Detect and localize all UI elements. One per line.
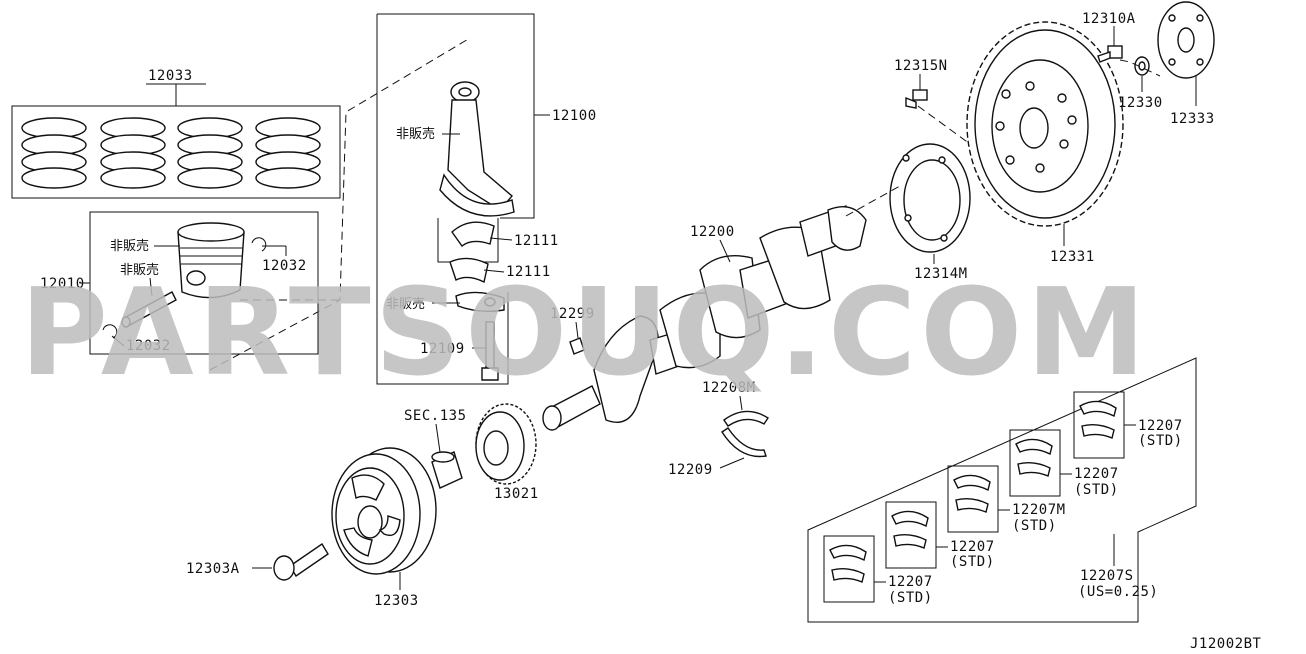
thrust-washer-group[interactable]: 12208M 12209 bbox=[668, 380, 769, 478]
adapter-plate-group[interactable]: 12314M bbox=[889, 143, 971, 282]
connecting-rod-group[interactable]: 非販売 非販売 12100 12111 12111 12109 bbox=[376, 13, 597, 385]
adapter-plate bbox=[889, 143, 971, 253]
label-us: (US=0.25) bbox=[1078, 584, 1158, 600]
label-12331[interactable]: 12331 bbox=[1050, 249, 1095, 265]
label-std-4: (STD) bbox=[950, 554, 995, 570]
label-12100[interactable]: 12100 bbox=[552, 108, 597, 124]
label-12010[interactable]: 12010 bbox=[40, 276, 85, 292]
piston bbox=[177, 222, 245, 299]
reinforcement-plate-12333 bbox=[1157, 1, 1215, 79]
woodruff-key bbox=[569, 337, 585, 355]
ring-set-1 bbox=[21, 117, 87, 189]
woodruff-key-group[interactable]: 12299 bbox=[550, 306, 595, 355]
label-12111-lower[interactable]: 12111 bbox=[506, 264, 551, 280]
rod-box-top bbox=[377, 13, 535, 219]
watermark: PARTSOUQ.COM bbox=[20, 264, 1150, 403]
dashed-leader-piston bbox=[209, 37, 471, 371]
ring-set-4 bbox=[255, 117, 321, 189]
label-std-3: (STD) bbox=[1012, 518, 1057, 534]
not-sold-cap: 非販売 bbox=[386, 296, 425, 312]
bearing-1 bbox=[823, 535, 875, 603]
crankshaft-group[interactable]: 12200 bbox=[542, 205, 867, 431]
label-12207-2[interactable]: 12207 bbox=[1074, 466, 1119, 482]
thrust-washer-upper bbox=[723, 410, 769, 427]
not-sold-piston: 非販売 bbox=[110, 238, 149, 254]
label-12303[interactable]: 12303 bbox=[374, 593, 419, 609]
not-sold-pin: 非販売 bbox=[120, 262, 159, 278]
drive-plate-group[interactable]: 12331 bbox=[966, 21, 1124, 265]
label-std-2: (STD) bbox=[1074, 482, 1119, 498]
label-13021[interactable]: 13021 bbox=[494, 486, 539, 502]
label-std-1: (STD) bbox=[1138, 433, 1183, 449]
label-12033[interactable]: 12033 bbox=[148, 68, 193, 84]
not-sold-rod: 非販売 bbox=[396, 126, 435, 142]
crank-pulley bbox=[331, 447, 437, 575]
dashed-leader-12310a bbox=[1119, 59, 1161, 77]
rod-box-left bbox=[376, 14, 509, 385]
label-12207-4[interactable]: 12207 bbox=[888, 574, 933, 590]
label-12207s[interactable]: 12207S bbox=[1080, 568, 1134, 584]
piston-group[interactable]: 非販売 非販売 12010 12032 12032 bbox=[40, 211, 319, 355]
label-12109[interactable]: 12109 bbox=[420, 341, 465, 357]
label-12032-left[interactable]: 12032 bbox=[126, 338, 171, 354]
rod-bearing-upper bbox=[451, 221, 495, 248]
bearing-2 bbox=[885, 501, 937, 569]
drive-plate bbox=[966, 21, 1124, 227]
label-12208m[interactable]: 12208M bbox=[702, 380, 756, 396]
washer-12330 bbox=[1134, 56, 1150, 76]
bearing-4 bbox=[1009, 429, 1061, 497]
pulley-bolt bbox=[273, 543, 329, 581]
label-12200[interactable]: 12200 bbox=[690, 224, 735, 240]
label-12207-3[interactable]: 12207 bbox=[950, 539, 995, 555]
crank-pulley-group[interactable]: 12303A 12303 bbox=[186, 447, 437, 609]
plate-bolt-group[interactable]: 12315N 12310A 12330 12333 bbox=[845, 1, 1215, 217]
crank-sprocket bbox=[475, 403, 537, 485]
ring-set-2 bbox=[100, 117, 166, 189]
rod-cap bbox=[455, 291, 505, 313]
dashed-leader-12315n bbox=[917, 105, 971, 145]
label-12314m[interactable]: 12314M bbox=[914, 266, 968, 282]
spacer bbox=[431, 451, 463, 489]
label-12333[interactable]: 12333 bbox=[1170, 111, 1215, 127]
label-12310a[interactable]: 12310A bbox=[1082, 11, 1136, 27]
rod-bearing-lower bbox=[449, 257, 489, 284]
label-12207-1[interactable]: 12207 bbox=[1138, 418, 1183, 434]
diagram-code: J12002BT bbox=[1190, 636, 1262, 652]
label-12111-upper[interactable]: 12111 bbox=[514, 233, 559, 249]
snap-ring-right bbox=[251, 237, 267, 252]
label-12330[interactable]: 12330 bbox=[1118, 95, 1163, 111]
snap-ring-left bbox=[102, 324, 118, 339]
connecting-rod bbox=[439, 81, 515, 217]
label-12209[interactable]: 12209 bbox=[668, 462, 713, 478]
label-std-5: (STD) bbox=[888, 590, 933, 606]
thrust-washer-lower bbox=[721, 427, 767, 458]
bearing-5 bbox=[1073, 391, 1125, 459]
rod-bolt bbox=[481, 321, 499, 381]
flywheel-bolt-12310a bbox=[1097, 45, 1123, 63]
label-12207m[interactable]: 12207M bbox=[1012, 502, 1066, 518]
crankshaft bbox=[542, 205, 867, 431]
label-12299[interactable]: 12299 bbox=[550, 306, 595, 322]
dashed-leader-crank-plate bbox=[845, 185, 901, 217]
label-12315n[interactable]: 12315N bbox=[894, 58, 948, 74]
ring-set-3 bbox=[177, 117, 243, 189]
label-12303a[interactable]: 12303A bbox=[186, 561, 240, 577]
main-bearings-group[interactable]: 12207 (STD) 12207 (STD) 12207M (STD) 122… bbox=[807, 357, 1197, 623]
piston-pin bbox=[121, 291, 177, 328]
bearing-3 bbox=[947, 465, 999, 533]
plate-bolt-12315n bbox=[905, 89, 928, 109]
piston-rings-group[interactable]: 12033 bbox=[11, 68, 341, 199]
label-12032-right[interactable]: 12032 bbox=[262, 258, 307, 274]
label-sec135[interactable]: SEC.135 bbox=[404, 408, 467, 424]
crank-sprocket-group[interactable]: SEC.135 13021 bbox=[404, 403, 539, 502]
main-bearings-box bbox=[807, 357, 1197, 623]
